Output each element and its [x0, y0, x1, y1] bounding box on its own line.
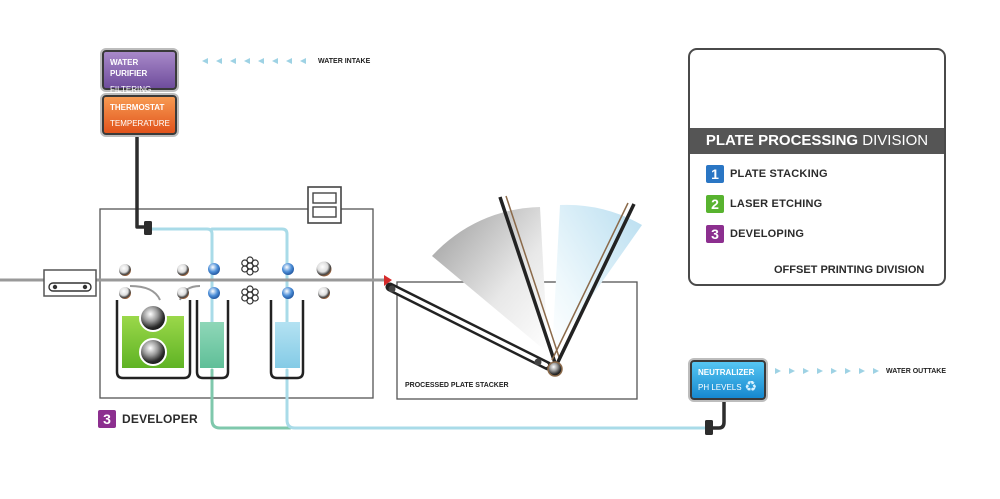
legend-item-laser-etching: 2 LASER ETCHING	[706, 195, 822, 213]
water-outtake-label: WATER OUTTAKE	[886, 368, 947, 375]
brush-roller-icon	[241, 256, 259, 305]
neutralizer-unit: NEUTRALIZER PH LEVELS ♻	[690, 360, 766, 400]
legend-title-bold: PLATE PROCESSING	[705, 132, 859, 149]
developer-roller	[139, 304, 167, 332]
legend-title: PLATE PROCESSING DIVISION	[690, 128, 944, 154]
legend-item-plate-stacking: 1 PLATE STACKING	[706, 165, 828, 183]
neutralizer-subtitle: PH LEVELS	[698, 383, 742, 392]
legend-item-developing: 3 DEVELOPING	[706, 225, 804, 243]
legend-badge: 1	[706, 165, 724, 183]
neutralizer-title: NEUTRALIZER	[698, 368, 755, 377]
legend-item-label: DEVELOPING	[730, 228, 805, 240]
pipe-fitting	[144, 221, 152, 235]
thermostat-title: THERMOSTAT	[110, 103, 165, 112]
developer-label: 3 DEVELOPER	[98, 410, 198, 428]
intake-arrows	[202, 58, 306, 64]
roller-set	[119, 261, 332, 299]
water-intake-label: WATER INTAKE	[318, 58, 371, 65]
legend-badge: 3	[706, 225, 724, 243]
water-purifier-subtitle: FILTERING	[110, 85, 152, 94]
legend-title-rest: DIVISION	[858, 132, 929, 149]
stacker-fan-left	[432, 207, 548, 353]
developer-housing	[99, 208, 374, 399]
developer-roller	[139, 338, 167, 366]
control-panel-icon	[307, 186, 342, 224]
recycle-icon: ♻	[744, 378, 757, 394]
legend-item-label: LASER ETCHING	[730, 198, 823, 210]
rinse-tank-blue	[269, 300, 305, 380]
legend-item-label: PLATE STACKING	[730, 168, 828, 180]
water-pipes	[135, 56, 726, 430]
developer-label-text: DEVELOPER	[122, 412, 198, 426]
thermostat-subtitle: TEMPERATURE	[110, 119, 170, 128]
developer-badge: 3	[98, 410, 116, 428]
stacker-conveyor	[385, 195, 636, 377]
rinse-tank-teal	[195, 300, 230, 380]
legend-panel: PLATE PROCESSING DIVISION 1 PLATE STACKI…	[688, 48, 946, 286]
thermostat-unit: THERMOSTAT TEMPERATURE	[102, 95, 177, 135]
water-purifier-title: WATER PURIFIER	[110, 58, 148, 78]
outtake-arrows	[775, 368, 879, 374]
plate-feeder	[43, 269, 97, 297]
legend-badge: 2	[706, 195, 724, 213]
legend-footer: OFFSET PRINTING DIVISION	[774, 264, 925, 276]
water-purifier-unit: WATER PURIFIER FILTERING	[102, 50, 177, 94]
pipe-fitting	[705, 420, 713, 435]
stacker-label: PROCESSED PLATE STACKER	[405, 382, 509, 389]
